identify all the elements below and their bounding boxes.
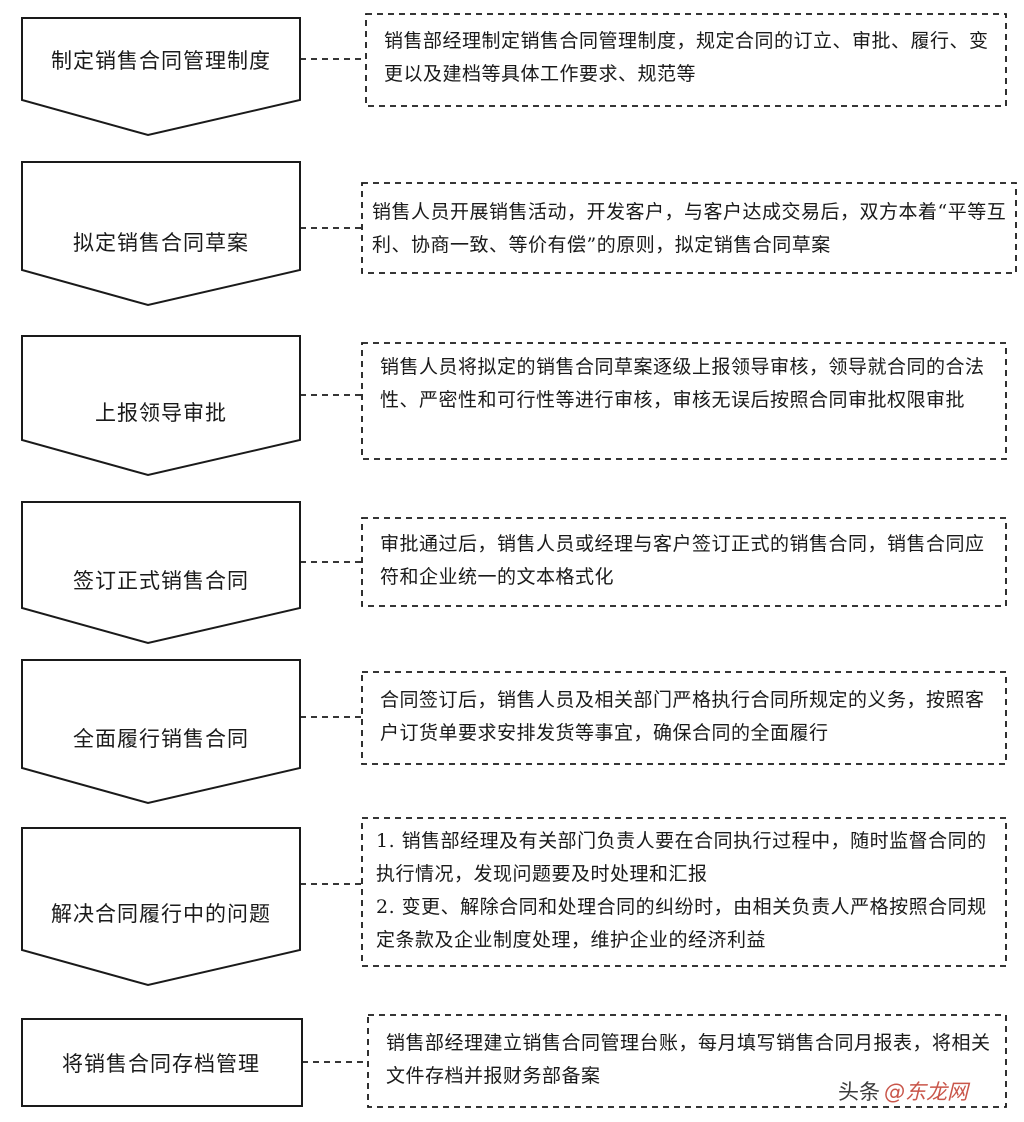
step-2-label: 拟定销售合同草案 xyxy=(73,231,249,255)
step-1-label: 制定销售合同管理制度 xyxy=(51,49,271,73)
step-3-desc-box xyxy=(361,342,1007,460)
step-1-desc-box xyxy=(365,13,1007,107)
step-3-desc-text: 销售人员将拟定的销售合同草案逐级上报领导审核，领导就合同的合法性、严密性和可行性… xyxy=(380,356,985,411)
step-7-label: 将销售合同存档管理 xyxy=(62,1052,260,1076)
step-2-description: 销售人员开展销售活动，开发客户，与客户达成交易后，双方本着“平等互利、协商一致、… xyxy=(372,196,1008,262)
step-5-desc-text: 合同签订后，销售人员及相关部门严格执行合同所规定的义务，按照客户订货单要求安排发… xyxy=(380,689,985,744)
step-6-description: 1. 销售部经理及有关部门负责人要在合同执行过程中，随时监督合同的执行情况，发现… xyxy=(376,825,998,957)
step-1-description: 销售部经理制定销售合同管理制度，规定合同的订立、审批、履行、变更以及建档等具体工… xyxy=(384,25,996,91)
step-1-desc-text: 销售部经理制定销售合同管理制度，规定合同的订立、审批、履行、变更以及建档等具体工… xyxy=(384,30,989,85)
step-7-desc-box xyxy=(367,1014,1007,1108)
step-1-shape xyxy=(21,17,301,137)
step-3-label: 上报领导审批 xyxy=(95,401,227,425)
watermark-alt-text: @东龙网 xyxy=(884,1080,968,1104)
step-4-desc-box xyxy=(361,517,1007,607)
step-7-description: 销售部经理建立销售合同管理台账，每月填写销售合同月报表，将相关文件存档并报财务部… xyxy=(386,1027,998,1093)
step-4-label: 签订正式销售合同 xyxy=(73,569,249,593)
step-6-desc-item-1: 1. 销售部经理及有关部门负责人要在合同执行过程中，随时监督合同的执行情况，发现… xyxy=(376,830,987,885)
step-5-description: 合同签订后，销售人员及相关部门严格执行合同所规定的义务，按照客户订货单要求安排发… xyxy=(380,684,998,750)
step-7-desc-text: 销售部经理建立销售合同管理台账，每月填写销售合同月报表，将相关文件存档并报财务部… xyxy=(386,1032,991,1087)
step-6-desc-box xyxy=(361,817,1007,967)
step-5-desc-box xyxy=(361,671,1007,765)
step-4-description: 审批通过后，销售人员或经理与客户签订正式的销售合同，销售合同应符和企业统一的文本… xyxy=(380,528,998,594)
step-2-shape xyxy=(21,161,301,307)
watermark-text: 头条 xyxy=(838,1080,880,1104)
step-6-shape xyxy=(21,827,301,987)
step-5-shape xyxy=(21,659,301,805)
step-6-label: 解决合同履行中的问题 xyxy=(51,902,271,926)
step-6-desc-item-2: 2. 变更、解除合同和处理合同的纠纷时，由相关负责人严格按照合同规定条款及企业制… xyxy=(376,896,987,951)
step-2-desc-box xyxy=(361,182,1017,274)
watermark: 头条 @东龙网 xyxy=(838,1072,1014,1110)
step-3-shape xyxy=(21,335,301,477)
step-3-description: 销售人员将拟定的销售合同草案逐级上报领导审核，领导就合同的合法性、严密性和可行性… xyxy=(380,351,998,417)
step-4-shape xyxy=(21,501,301,645)
step-5-label: 全面履行销售合同 xyxy=(73,727,249,751)
step-4-desc-text: 审批通过后，销售人员或经理与客户签订正式的销售合同，销售合同应符和企业统一的文本… xyxy=(380,533,985,588)
step-2-desc-text: 销售人员开展销售活动，开发客户，与客户达成交易后，双方本着“平等互利、协商一致、… xyxy=(372,201,1007,256)
